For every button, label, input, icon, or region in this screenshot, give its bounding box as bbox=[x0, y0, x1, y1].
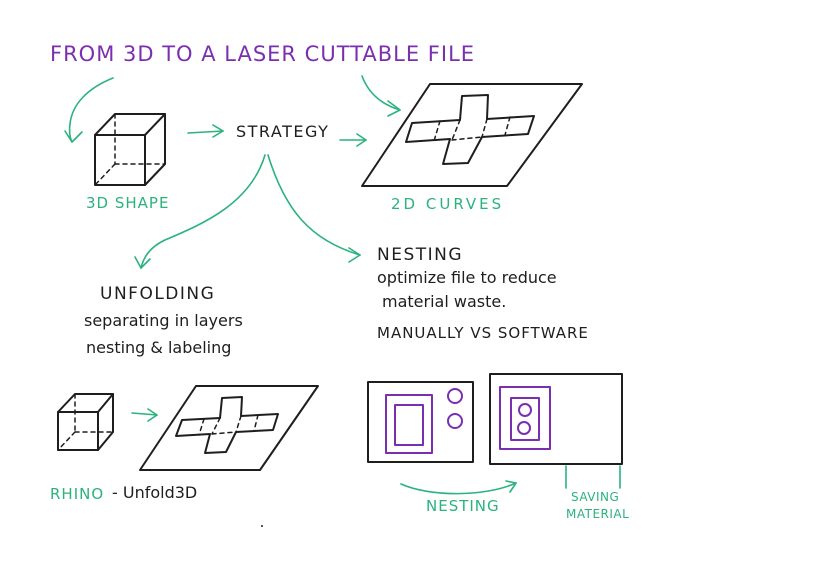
label-2d-curves: 2D CURVES bbox=[391, 195, 505, 213]
arrow-title-to-cube bbox=[64, 77, 114, 143]
label-material: MATERIAL bbox=[566, 507, 630, 521]
label-rhino: RHINO bbox=[50, 485, 105, 503]
label-strategy: STRATEGY bbox=[236, 122, 330, 141]
arrow-strategy-to-nesting bbox=[267, 154, 361, 263]
label-nesting-arrow: NESTING bbox=[426, 497, 500, 515]
page-title: FROM 3D TO A LASER CUTTABLE FILE bbox=[50, 42, 476, 66]
arrow-cube-to-strategy bbox=[187, 124, 224, 138]
arrow-strategy-to-curves bbox=[339, 133, 367, 147]
nesting-line-3: MANUALLY VS SOFTWARE bbox=[377, 324, 589, 342]
label-unfold-tool: - Unfold3D bbox=[112, 483, 198, 502]
saving-material-markers bbox=[565, 465, 621, 489]
nesting-panel-after bbox=[489, 373, 623, 465]
cube-top bbox=[94, 113, 166, 186]
nesting-line-1: optimize file to reduce bbox=[377, 268, 557, 287]
arrow-title-to-curves bbox=[361, 75, 401, 117]
nesting-panel-before bbox=[367, 381, 474, 463]
plane-bottom bbox=[139, 385, 319, 471]
nesting-line-2: material waste. bbox=[382, 292, 507, 311]
arrow-strategy-to-unfolding bbox=[134, 154, 266, 269]
unfolding-line-2: nesting & labeling bbox=[86, 338, 232, 357]
label-saving: SAVING bbox=[571, 490, 620, 504]
cube-bottom bbox=[57, 393, 114, 451]
arrow-cube-to-plane-bottom bbox=[131, 408, 158, 422]
unfolding-heading: UNFOLDING bbox=[100, 284, 216, 304]
stray-dot bbox=[261, 525, 263, 527]
arrow-nesting bbox=[400, 480, 517, 495]
label-3d-shape: 3D SHAPE bbox=[86, 194, 170, 212]
plane-top bbox=[361, 83, 583, 187]
unfolding-line-1: separating in layers bbox=[84, 311, 243, 330]
nesting-heading: NESTING bbox=[377, 245, 464, 265]
